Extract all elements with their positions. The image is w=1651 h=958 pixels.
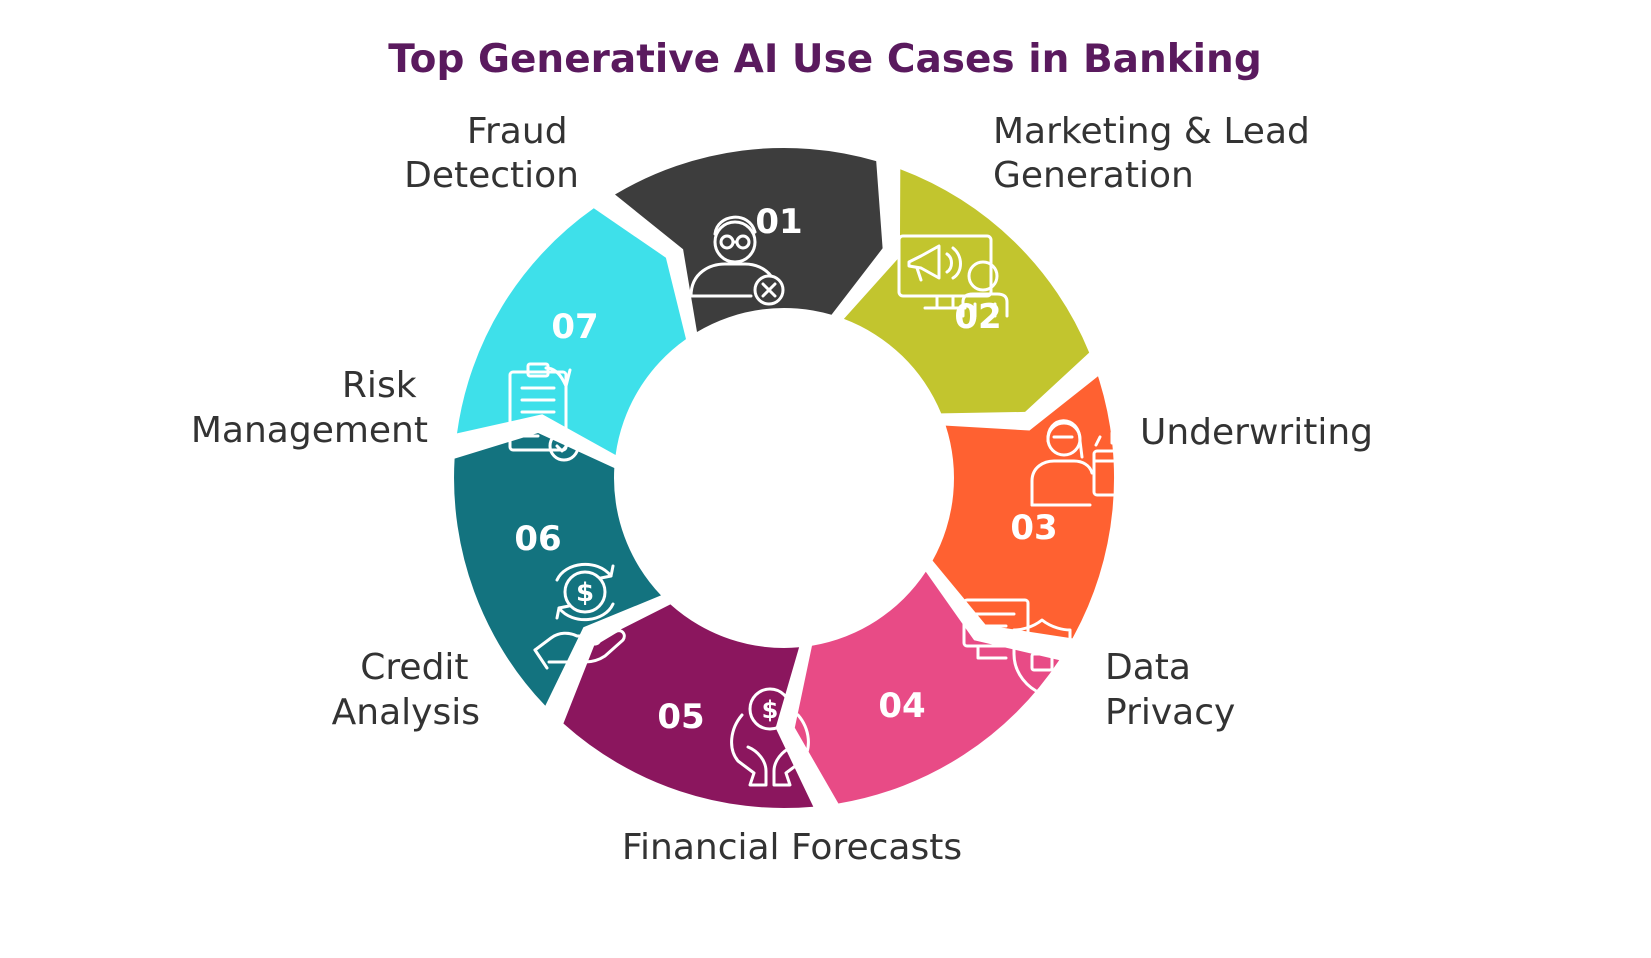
ring-segment-04 [794, 571, 1060, 804]
data-shield-lock-icon [962, 598, 1072, 696]
segment-number-07: 07 [551, 307, 598, 347]
ring-segment-03 [932, 376, 1115, 639]
segment-label-06: Credit Analysis [332, 647, 480, 733]
segment-number-06: 06 [514, 519, 561, 559]
hand-dollar-cycle-icon: $ [533, 562, 626, 670]
segment-label-05: Financial Forecasts [622, 827, 962, 868]
marketing-presentation-icon [897, 234, 1009, 318]
svg-text:$: $ [576, 578, 594, 608]
segment-label-07: Risk Management [191, 365, 428, 451]
segment-number-02: 02 [954, 297, 1001, 337]
underwriter-certificate-icon [1030, 419, 1139, 523]
segment-label-03: Underwriting [1140, 412, 1373, 453]
person-fraud-icon [689, 215, 785, 306]
clipboard-check-icon [508, 362, 580, 462]
hands-dollar-coin-icon: $ [730, 687, 810, 787]
segment-number-05: 05 [657, 697, 704, 737]
ring-segment-07 [457, 208, 686, 455]
segment-label-04: Data Privacy [1105, 647, 1235, 733]
svg-text:$: $ [762, 696, 779, 724]
segment-number-01: 01 [755, 202, 802, 242]
ring [454, 147, 1115, 809]
ring-segment-02 [843, 169, 1090, 414]
segment-number-03: 03 [1010, 508, 1057, 548]
ring-segment-06 [454, 433, 661, 706]
ring-segment-05 [563, 604, 814, 809]
segment-label-01: Fraud Detection [404, 111, 579, 196]
diagram-title: Top Generative AI Use Cases in Banking [388, 37, 1261, 82]
segment-number-04: 04 [878, 686, 925, 726]
segment-label-02: Marketing & Lead Generation [993, 111, 1321, 196]
